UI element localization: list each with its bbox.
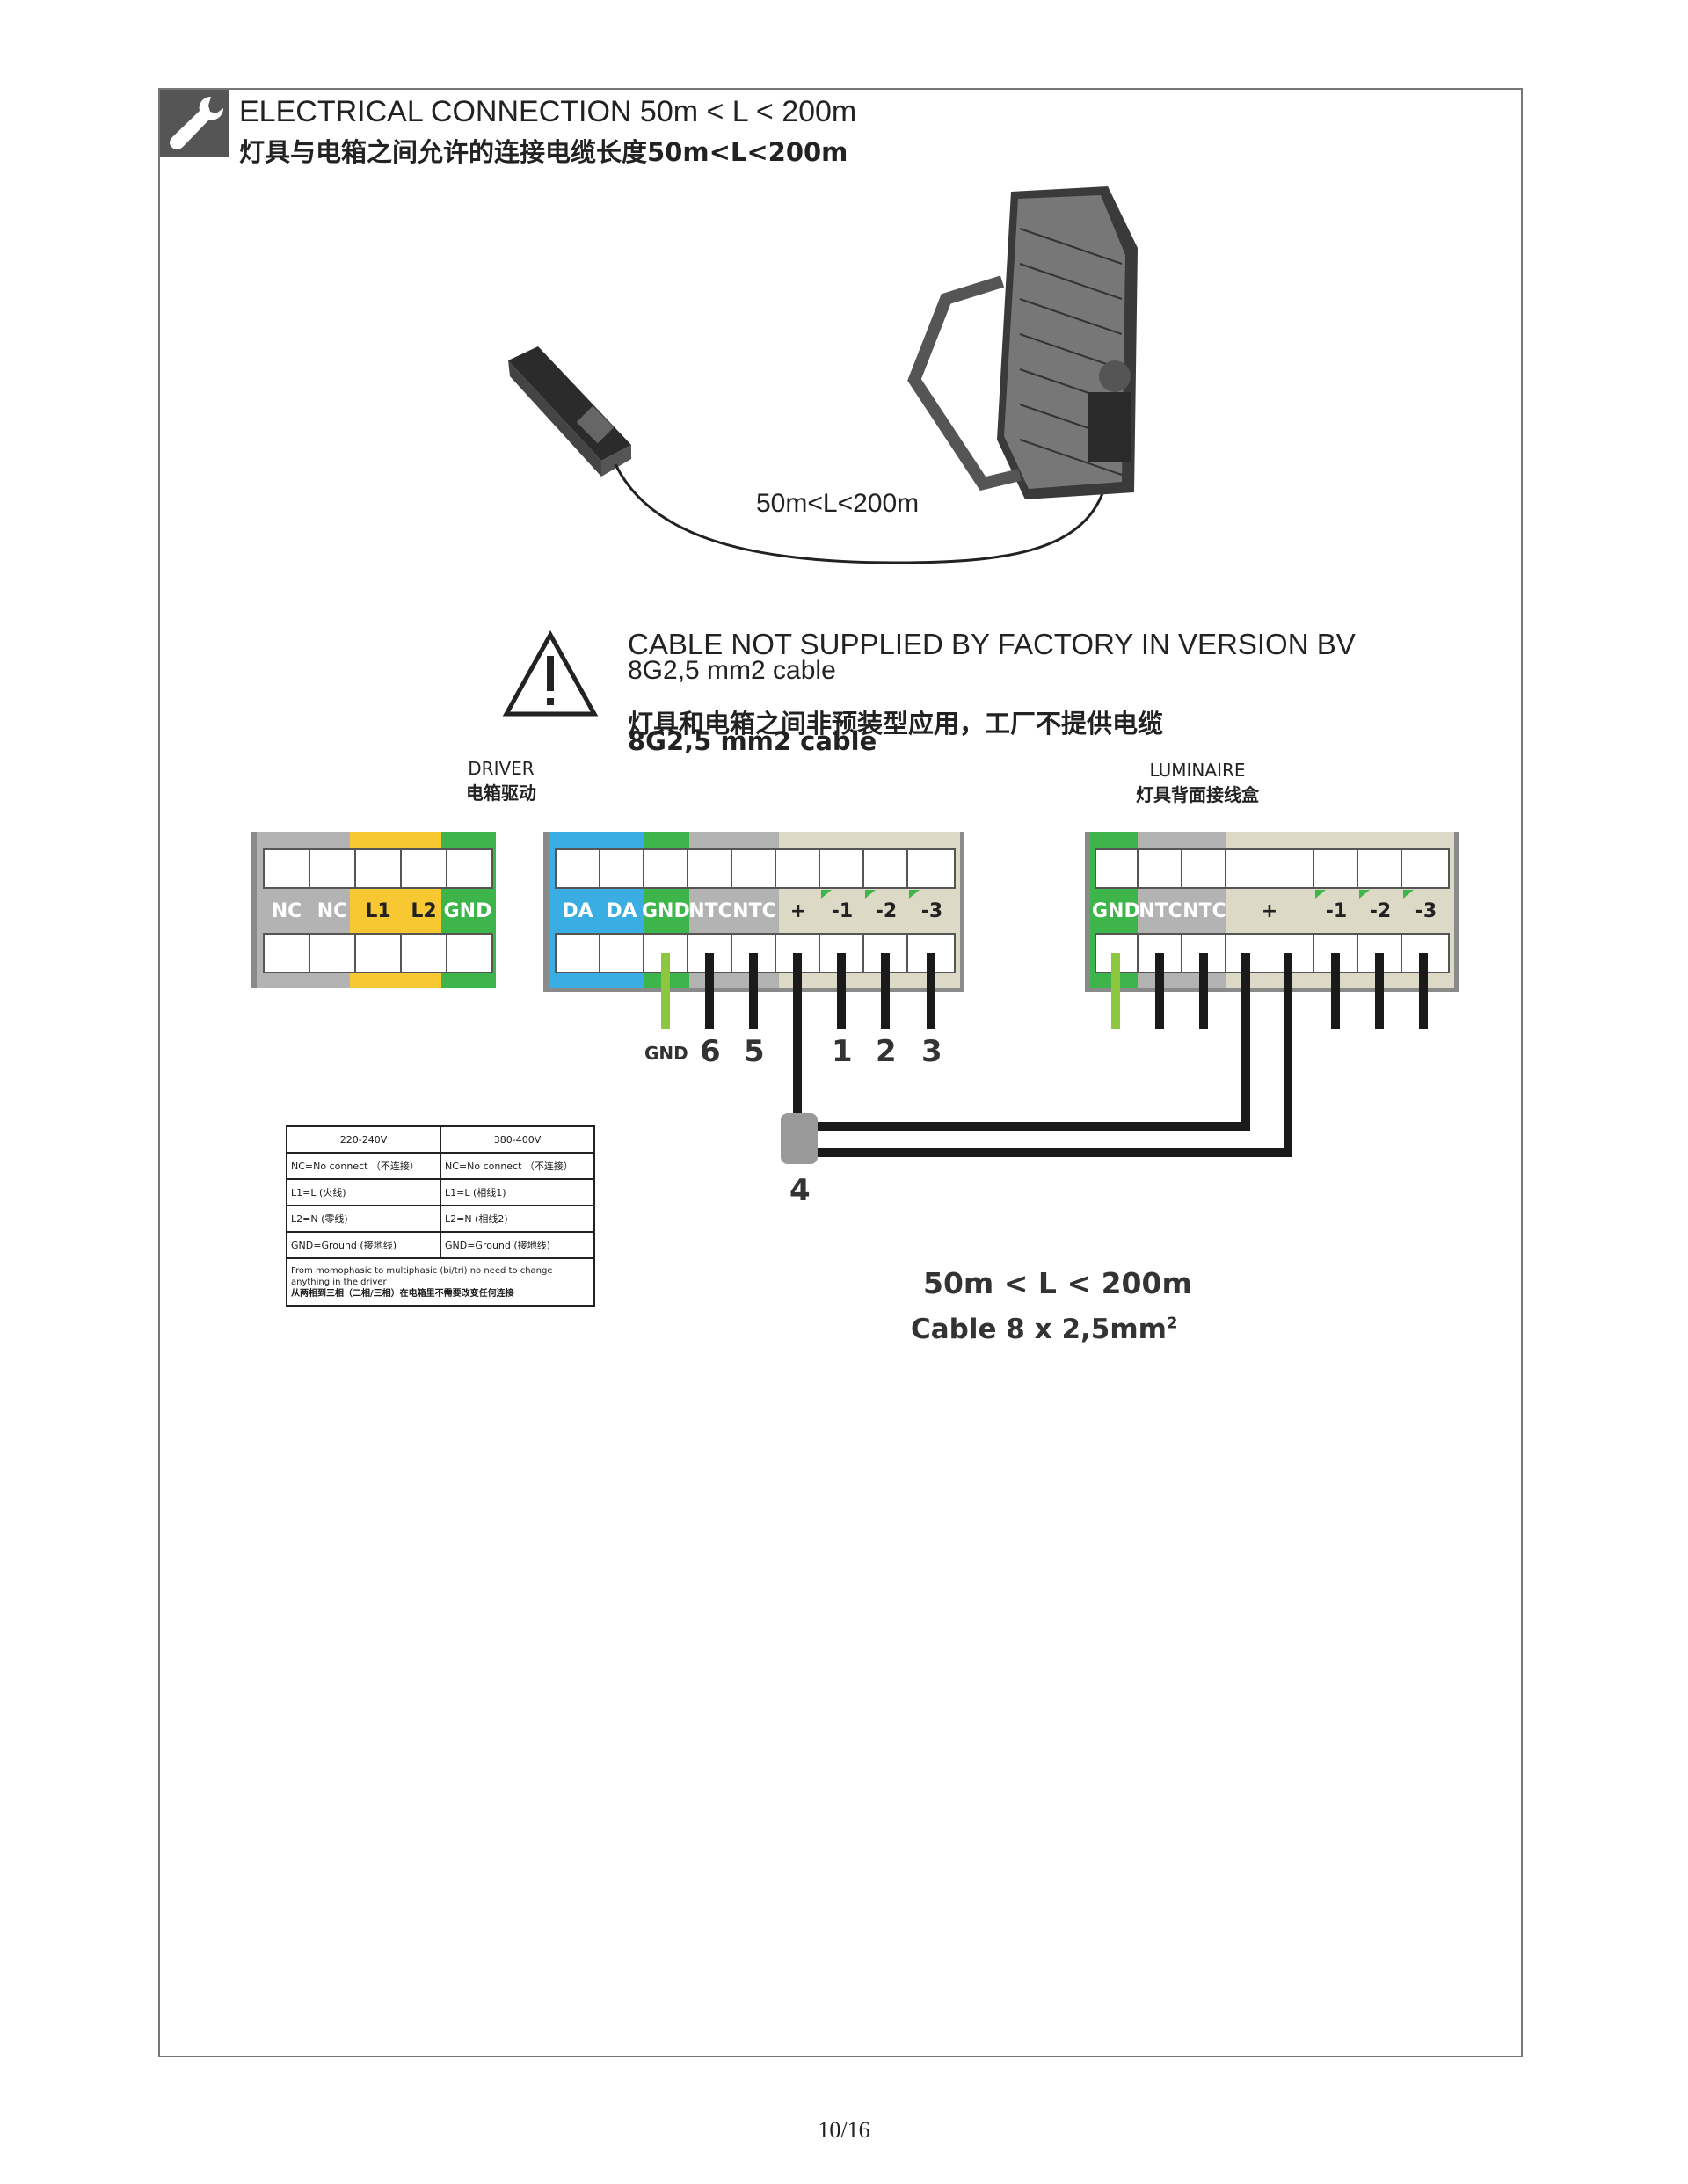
table-note-en: From momophasic to multiphasic (bi/tri) …	[291, 1265, 553, 1287]
page-number: 10/16	[818, 2117, 870, 2143]
table-header: 220-240V	[286, 1125, 441, 1154]
wire-label-4: 4	[789, 1173, 811, 1208]
terminal-ntc-2: NTC	[1182, 900, 1226, 922]
table-cell: L2=N (零线)	[286, 1205, 441, 1233]
summary-cable: Cable 8 x 2,5mm2	[911, 1314, 1178, 1345]
table-header: 380-400V	[439, 1125, 596, 1154]
page-title-cn: 灯具与电箱之间允许的连接电缆长度50m<L<200m	[239, 137, 848, 167]
terminal-gnd: GND	[1092, 900, 1140, 922]
driver-unit-image	[508, 346, 631, 477]
table-row: L2=N (零线) L2=N (相线2)	[286, 1205, 596, 1233]
table-row: From momophasic to multiphasic (bi/tri) …	[286, 1257, 595, 1307]
warning-cable-cn: 8G2,5 mm2 cable	[628, 726, 877, 756]
wire-label-2: 2	[876, 1034, 897, 1069]
summary-length: 50m < L < 200m	[923, 1266, 1192, 1300]
table-cell: L1=L (火线)	[286, 1178, 441, 1206]
warning-title-cn: 灯具和电箱之间非预装型应用，工厂不提供电缆	[628, 709, 1164, 739]
warning-cable: 8G2,5 mm2 cable	[628, 656, 836, 685]
terminal-gnd: GND	[642, 900, 690, 922]
warning-icon	[502, 630, 599, 717]
terminal-block-luminaire	[1085, 832, 1459, 992]
table-cell: GND=Ground (接地线)	[439, 1231, 596, 1259]
table-row: NC=No connect （不连接） NC=No connect （不连接）	[286, 1152, 596, 1180]
terminal-l1: L1	[365, 900, 391, 922]
table-cell: L2=N (相线2)	[439, 1205, 596, 1233]
table-row: L1=L (火线) L1=L (相线1)	[286, 1178, 596, 1206]
terminal-nc-2: NC	[316, 900, 348, 922]
wire-label-6: 6	[700, 1034, 721, 1069]
page-title: ELECTRICAL CONNECTION 50m < L < 200m	[239, 95, 857, 128]
table-row: GND=Ground (接地线) GND=Ground (接地线)	[286, 1231, 596, 1259]
warning-title: CABLE NOT SUPPLIED BY FACTORY IN VERSION…	[628, 628, 1356, 660]
table-cell: NC=No connect （不连接）	[286, 1152, 441, 1180]
terminal-plus: +	[1261, 900, 1278, 922]
terminal-ntc-2: NTC	[732, 900, 776, 922]
terminal-minus-2: -2	[875, 900, 898, 922]
table-note-cn: 从两相到三相（二相/三相）在电箱里不需要改变任何连接	[291, 1288, 514, 1299]
luminaire-image	[907, 186, 1138, 499]
terminal-ntc-1: NTC	[688, 900, 732, 922]
terminal-minus-3: -3	[920, 900, 943, 922]
wire-label-3: 3	[921, 1034, 942, 1069]
cable-length-label: 50m<L<200m	[756, 489, 920, 518]
wire-label-gnd: GND	[644, 1043, 688, 1064]
page-frame	[158, 88, 1523, 2057]
terminal-gnd: GND	[443, 900, 492, 922]
luminaire-wires	[1111, 953, 1428, 1157]
terminal-da-1: DA	[562, 900, 593, 922]
cable-curve	[614, 463, 1111, 564]
terminal-da-2: DA	[606, 900, 637, 922]
table-header-row: 220-240V 380-400V	[286, 1125, 596, 1154]
terminal-minus-1: -1	[831, 900, 854, 922]
terminal-minus-1: -1	[1325, 900, 1348, 922]
terminal-ntc-1: NTC	[1139, 900, 1182, 922]
wrench-icon	[160, 90, 229, 157]
table-cell: L1=L (相线1)	[439, 1178, 596, 1206]
wire-label-1: 1	[832, 1034, 853, 1069]
table-note: From momophasic to multiphasic (bi/tri) …	[286, 1257, 595, 1307]
driver-wires	[661, 953, 935, 1125]
terminal-plus: +	[789, 900, 807, 922]
terminal-l2: L2	[411, 900, 437, 922]
table-cell: NC=No connect （不连接）	[439, 1152, 596, 1180]
terminal-minus-3: -3	[1415, 900, 1437, 922]
table-cell: GND=Ground (接地线)	[286, 1231, 441, 1259]
terminal-minus-2: -2	[1369, 900, 1392, 922]
terminal-nc-1: NC	[271, 900, 302, 922]
wire-label-5: 5	[744, 1034, 765, 1069]
voltage-table: 220-240V 380-400V NC=No connect （不连接） NC…	[286, 1125, 596, 1307]
terminal-block-power	[251, 832, 496, 988]
joined-cable	[781, 1113, 1292, 1164]
